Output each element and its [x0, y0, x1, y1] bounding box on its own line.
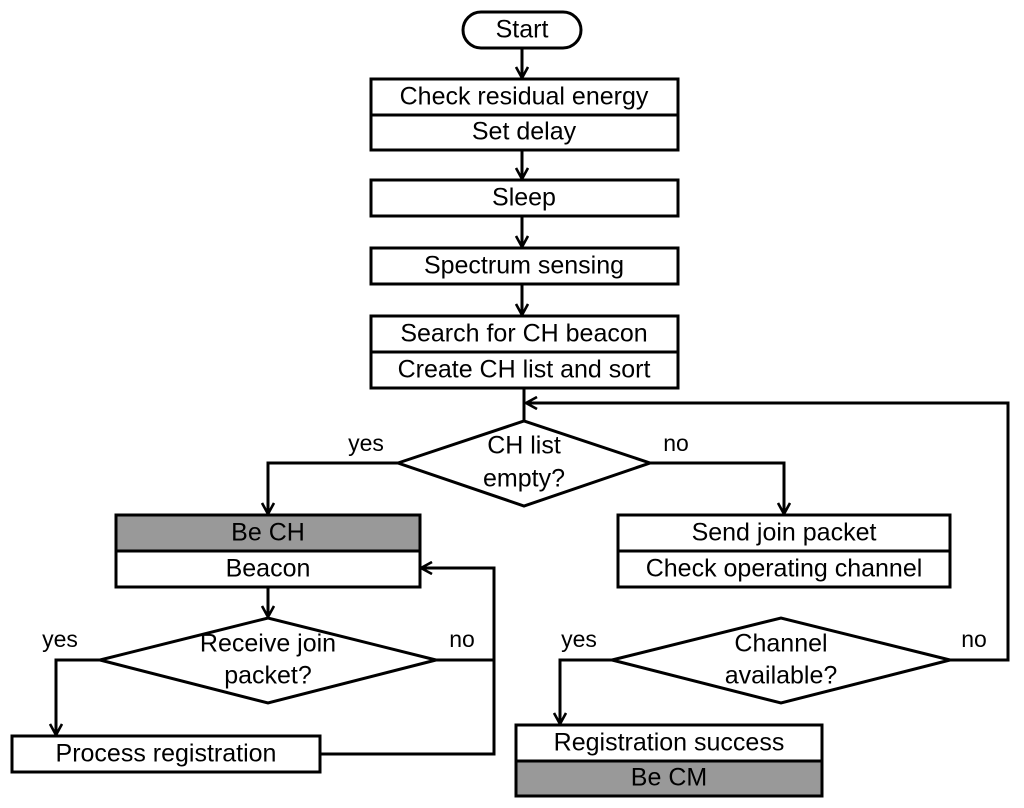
spectrum-sensing-label: Spectrum sensing: [424, 252, 624, 280]
search-beacon-label: Search for CH beacon: [400, 320, 647, 348]
receive-join-label: Receive join: [200, 630, 336, 658]
decision-receive-join: Receive join packet?: [99, 616, 437, 705]
arrow-yes-to-be-ch: [268, 461, 398, 514]
label-no-channel: no: [961, 626, 987, 652]
beacon-label: Beacon: [226, 555, 311, 583]
be-ch-box: Be CH Beacon: [114, 513, 422, 589]
registration-success-label: Registration success: [554, 729, 785, 757]
packet-label: packet?: [224, 662, 312, 690]
arrow-yes-to-registration: [560, 658, 612, 724]
label-yes-ch-list: yes: [348, 430, 384, 456]
search-beacon-box: Search for CH beacon Create CH list and …: [369, 314, 680, 390]
label-yes-channel: yes: [561, 626, 597, 652]
check-channel-label: Check operating channel: [646, 555, 923, 583]
arrow-yes-to-process: [56, 658, 100, 735]
label-yes-receive: yes: [42, 626, 78, 652]
sleep-label: Sleep: [492, 184, 556, 212]
decision-ch-list-empty: CH list empty?: [393, 419, 655, 508]
start-terminator: Start: [461, 10, 583, 50]
label-no-ch-list: no: [663, 430, 689, 456]
send-join-box: Send join packet Check operating channel: [616, 513, 952, 589]
ch-list-label: CH list: [487, 432, 561, 460]
sleep-box: Sleep: [369, 178, 680, 218]
start-label: Start: [496, 16, 549, 44]
process-registration-label: Process registration: [56, 740, 277, 768]
empty-label: empty?: [483, 465, 565, 493]
set-delay-label: Set delay: [472, 118, 577, 146]
decision-channel-available: Channel available?: [611, 616, 951, 705]
check-energy-box: Check residual energy Set delay: [369, 77, 680, 152]
spectrum-sensing-box: Spectrum sensing: [369, 246, 680, 286]
be-ch-label: Be CH: [231, 519, 305, 547]
available-label: available?: [725, 662, 838, 690]
create-list-label: Create CH list and sort: [398, 356, 651, 384]
process-registration-box: Process registration: [10, 734, 322, 774]
check-energy-label: Check residual energy: [400, 83, 649, 111]
channel-label: Channel: [734, 630, 827, 658]
arrow-channel-no-loop: [526, 403, 1010, 662]
be-cm-label: Be CM: [631, 764, 707, 792]
label-no-receive: no: [449, 626, 475, 652]
arrow-no-to-send-join: [650, 461, 784, 514]
registration-success-box: Registration success Be CM: [514, 723, 824, 798]
send-join-label: Send join packet: [692, 519, 877, 547]
